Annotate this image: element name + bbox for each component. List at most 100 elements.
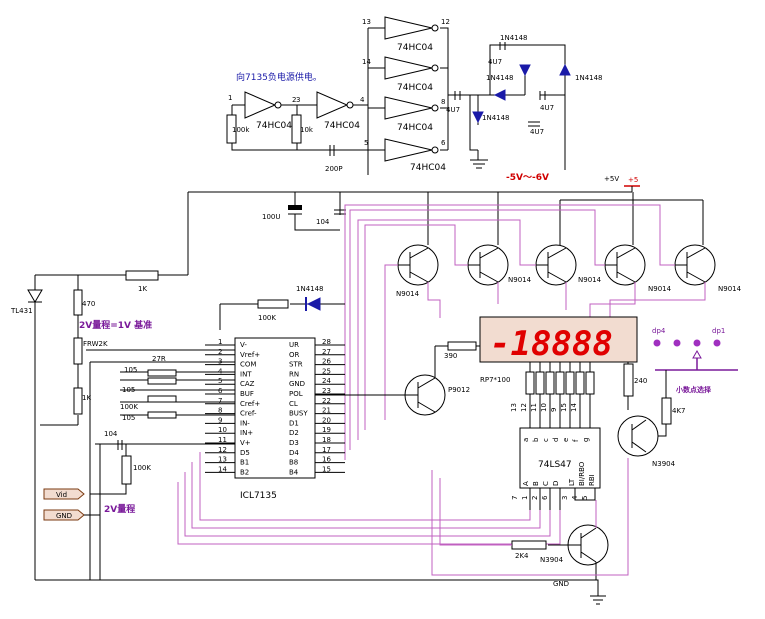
svg-text:a: a [522,438,530,442]
icl-right-pin-number: 17 [322,446,331,454]
resistor-10k-osc [291,114,302,144]
inverter-1: 74HC04 [244,91,292,131]
svg-text:105: 105 [122,414,135,422]
svg-text:100U: 100U [262,213,280,221]
diode-1n4148-3 [559,63,571,76]
icl-right-pin-signal: D1 [289,419,299,427]
svg-text:+5: +5 [628,176,638,184]
svg-text:ICL7135: ICL7135 [240,491,277,501]
svg-text:105: 105 [122,386,135,394]
icl-right-pin-number: 27 [322,348,331,356]
input-vid[interactable]: Vid [43,488,85,500]
icl-left-pin-number: 10 [218,426,227,434]
svg-text:dp4: dp4 [652,327,666,335]
negative-supply-note: 向7135负电源供电。 [236,71,322,83]
svg-text:N9014: N9014 [396,290,420,298]
svg-text:240: 240 [634,377,647,385]
svg-text:74HC04: 74HC04 [256,121,292,131]
decoder-74ls47: 74LS47 13 12 11 10 9 15 14 a b c d e f g… [177,403,601,545]
svg-text:dp1: dp1 [712,327,725,335]
svg-text:4U7: 4U7 [530,128,544,136]
svg-text:2: 2 [292,96,296,104]
svg-text:14: 14 [570,403,578,412]
icl-left-pin-number: 4 [218,367,223,375]
range-label: 2V量程 [104,503,135,515]
inverter-5: 74HC04 [384,96,439,133]
diode-1n4148-1 [519,64,531,77]
icl-left-pin-signal: D5 [240,449,250,457]
input-gnd[interactable]: GND [43,509,85,521]
icl-right-pin-number: 20 [322,416,331,424]
resistor-470 [73,289,83,316]
icl-right-pin-number: 15 [322,465,331,473]
svg-text:4K7: 4K7 [672,407,686,415]
svg-text:GND: GND [56,512,72,520]
svg-text:10: 10 [540,403,548,412]
icl-right-pin-number: 23 [322,387,331,395]
icl-right-pin-signal: STR [289,361,303,369]
svg-text:N3904: N3904 [540,556,564,564]
icl-left-pin-number: 11 [218,436,227,444]
polarity-transistor: P9012 390 [315,341,480,416]
svg-text:g: g [582,438,590,442]
reference-diode: 100K 1N4148 [219,285,345,330]
svg-text:小数点选择: 小数点选择 [675,385,712,394]
icl-left-pin-signal: BUF [240,390,254,398]
svg-text:RBI: RBI [588,474,596,486]
svg-text:12: 12 [520,403,528,412]
icl-right-pin-signal: D4 [289,449,299,457]
transistor-q3: N9014 [535,244,602,286]
icl-left-pin-number: 5 [218,377,222,385]
svg-text:N3904: N3904 [652,460,676,468]
svg-text:N9014: N9014 [648,285,672,293]
icl-left-pin-signal: CAZ [240,380,255,388]
svg-text:74HC04: 74HC04 [324,121,360,131]
svg-text:470: 470 [82,300,95,308]
display-digits: -18888 [490,324,613,364]
icl-right-pin-number: 18 [322,436,331,444]
svg-text:A: A [522,481,530,486]
svg-text:6: 6 [541,495,549,500]
icl-left-pin-signal: COM [240,361,256,369]
icl-left-pin-signal: V+ [240,439,251,447]
icl-right-pin-signal: B8 [289,459,298,467]
svg-text:104: 104 [104,430,118,438]
icl-left-pin-signal: IN+ [240,429,253,437]
svg-text:1K: 1K [82,394,91,402]
svg-text:100K: 100K [258,314,276,322]
svg-text:LT: LT [568,478,576,486]
svg-text:e: e [562,438,570,442]
svg-text:6: 6 [441,139,446,147]
oscillator-section: 向7135负电源供电。 74HC04 74HC04 74HC04 74HC04 … [226,16,470,175]
icl-left-pin-signal: Vref+ [240,351,260,359]
svg-text:10k: 10k [300,126,314,134]
svg-text:TL431: TL431 [10,307,33,315]
icl-left-pin-number: 7 [218,397,222,405]
svg-text:4U7: 4U7 [446,106,460,114]
svg-text:1N4148: 1N4148 [575,74,603,82]
svg-text:12: 12 [441,18,450,26]
svg-text:N9014: N9014 [718,285,742,293]
resistor-100k-osc [226,114,237,144]
icl-right-pin-number: 25 [322,367,331,375]
icl-right-pin-number: 22 [322,397,331,405]
inverter-3: 74HC04 [384,16,439,53]
svg-text:11: 11 [530,403,538,412]
icl-right-pin-number: 19 [322,426,331,434]
icl-right-pin-signal: RN [289,370,299,378]
svg-text:1: 1 [521,496,529,500]
svg-text:1N4148: 1N4148 [296,285,324,293]
svg-text:1K: 1K [138,285,147,293]
icl-right-pin-signal: UR [289,341,299,349]
svg-text:74HC04: 74HC04 [410,163,446,173]
icl-right-pin-signal: CL [289,400,298,408]
icl-left-pin-signal: Cref- [240,410,257,418]
inverter-2: 74HC04 [316,91,360,131]
svg-text:7: 7 [511,496,519,500]
svg-text:13: 13 [362,18,371,26]
svg-text:b: b [532,437,540,442]
svg-text:9: 9 [550,408,558,412]
icl-right-pins: 28UR27OR26STR25RN24GND23POL22CL21BUSY20D… [289,338,345,476]
icl-left-pin-number: 6 [218,387,223,395]
